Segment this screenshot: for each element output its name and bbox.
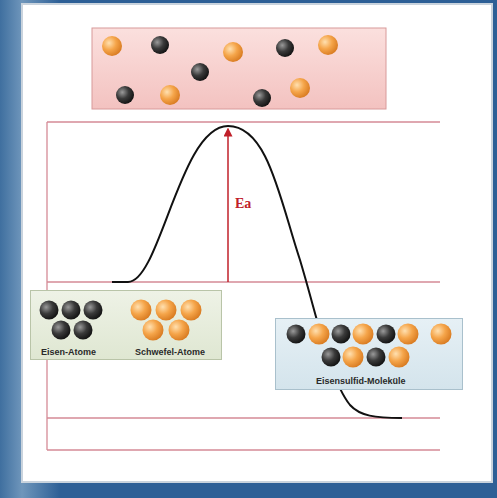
activation-arrow bbox=[227, 132, 229, 282]
panel bbox=[22, 4, 492, 482]
box-caption: Schwefel-Atome bbox=[135, 348, 205, 357]
reactant-box: Eisen-Atome Schwefel-Atome bbox=[30, 290, 222, 360]
box-caption: Eisen-Atome bbox=[41, 348, 96, 357]
transition-box bbox=[92, 28, 386, 109]
activation-energy-label: Ea bbox=[235, 196, 251, 212]
level-lines bbox=[47, 122, 440, 450]
product-box: Eisensulfid-Moleküle bbox=[275, 318, 463, 390]
box-caption: Eisensulfid-Moleküle bbox=[316, 377, 406, 386]
mixed-atoms bbox=[102, 35, 338, 107]
